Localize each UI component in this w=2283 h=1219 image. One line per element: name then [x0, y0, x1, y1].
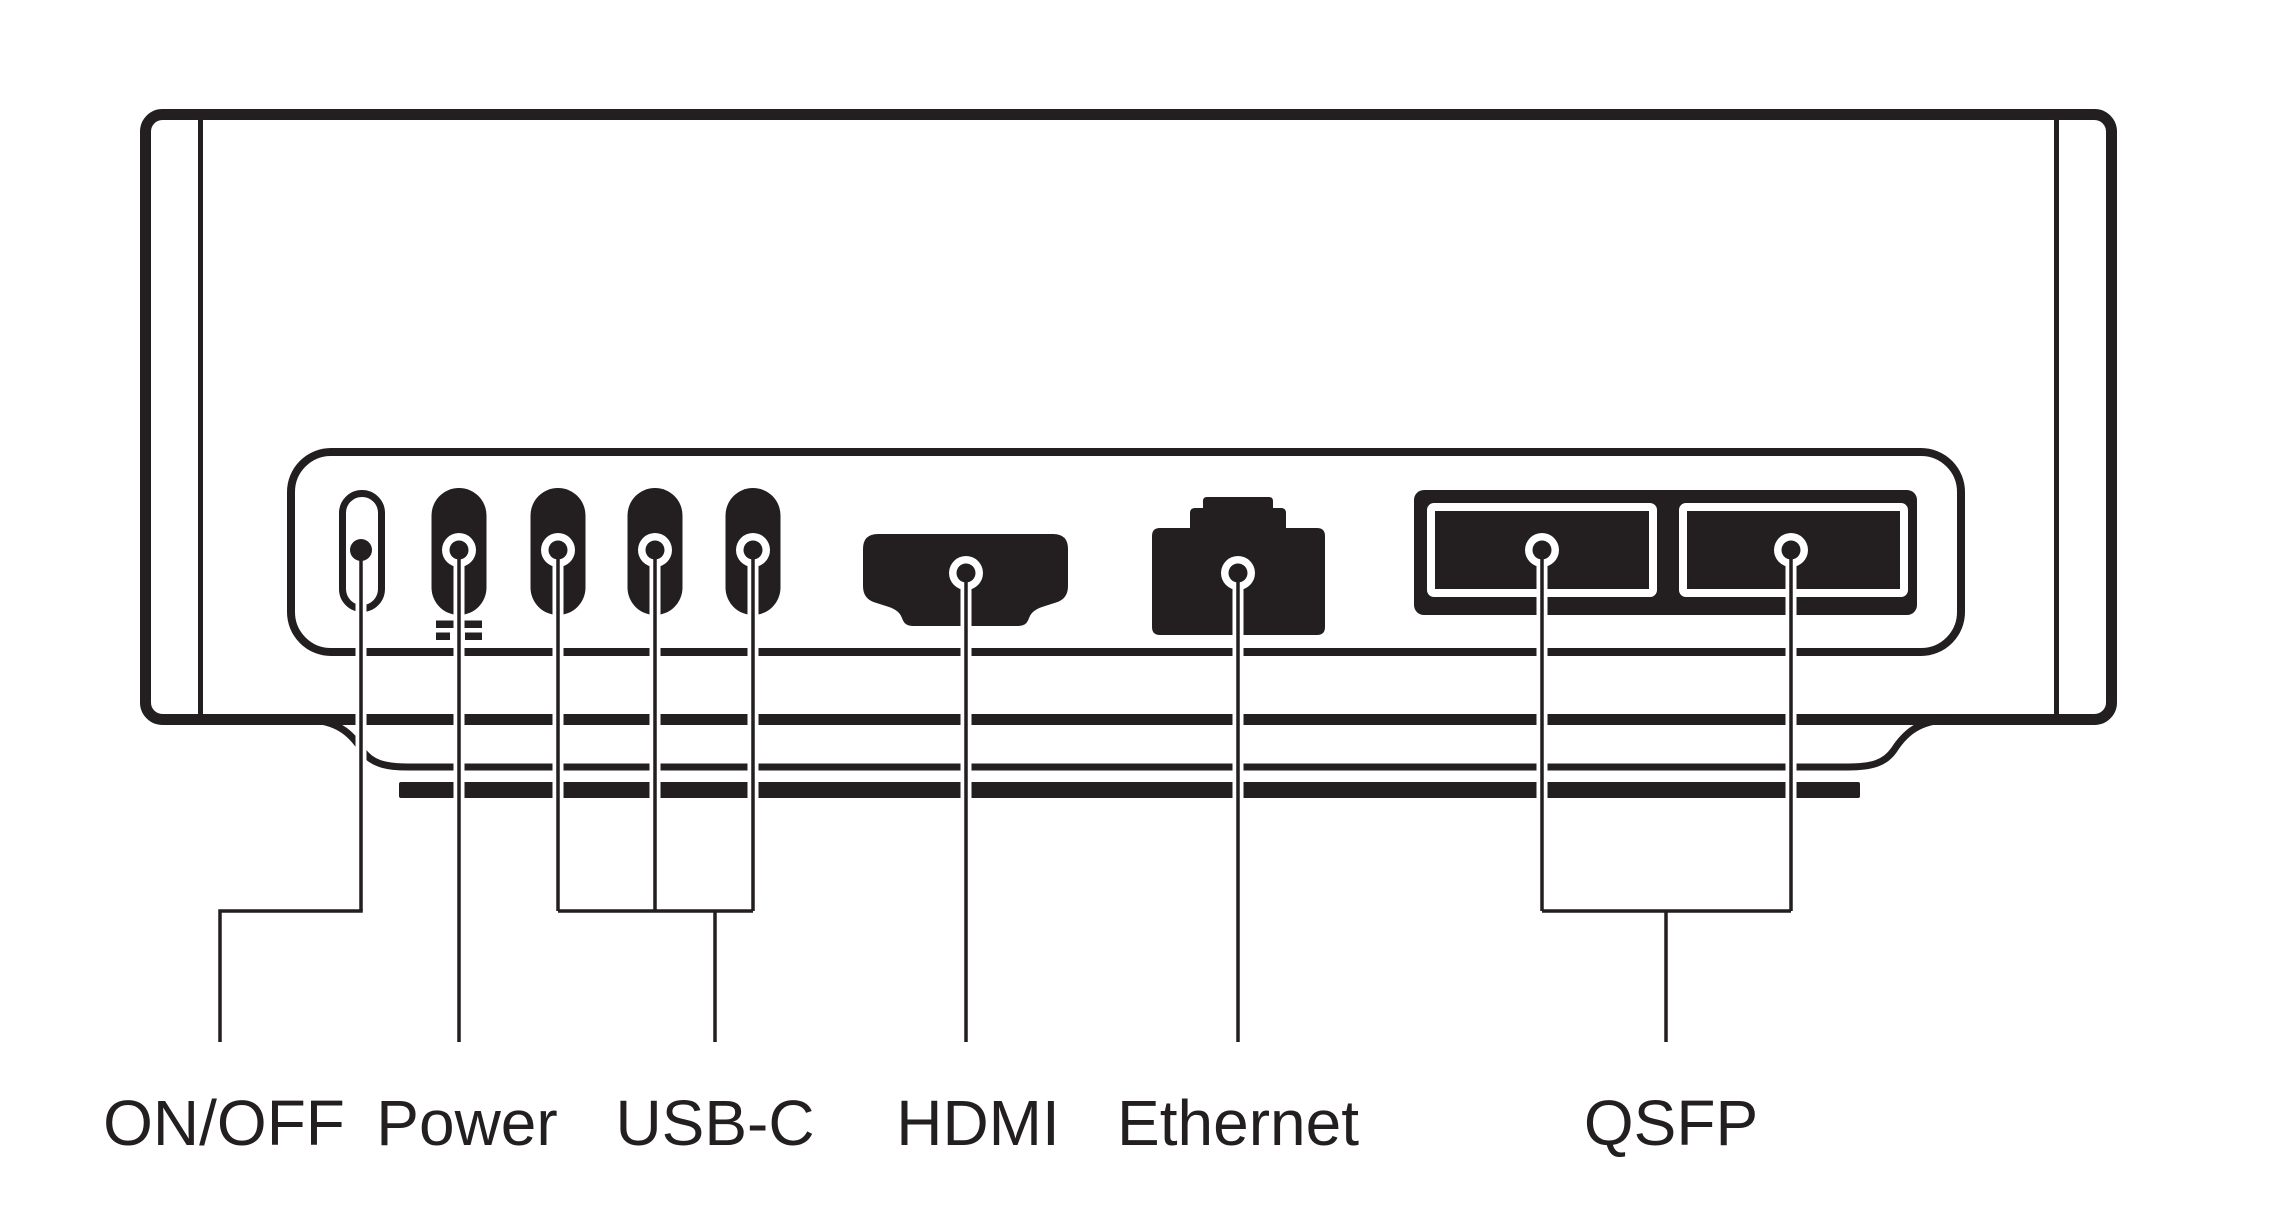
chassis-outline: [140, 109, 2117, 725]
port-label-on-off: ON/OFF: [103, 1087, 345, 1159]
leader-lines: [218, 550, 1793, 1042]
port-label-usb-c: USB-C: [615, 1087, 815, 1159]
chassis-base: [305, 715, 1951, 798]
qsfp-port-icon: [1414, 490, 1917, 615]
port-panel-outline: [287, 448, 1965, 656]
port-label-ethernet: Ethernet: [1117, 1087, 1359, 1159]
port-label-qsfp: QSFP: [1583, 1087, 1759, 1159]
port-label-hdmi: HDMI: [896, 1087, 1060, 1159]
dc-power-icon: [436, 620, 482, 640]
port-label-power: Power: [376, 1087, 558, 1159]
